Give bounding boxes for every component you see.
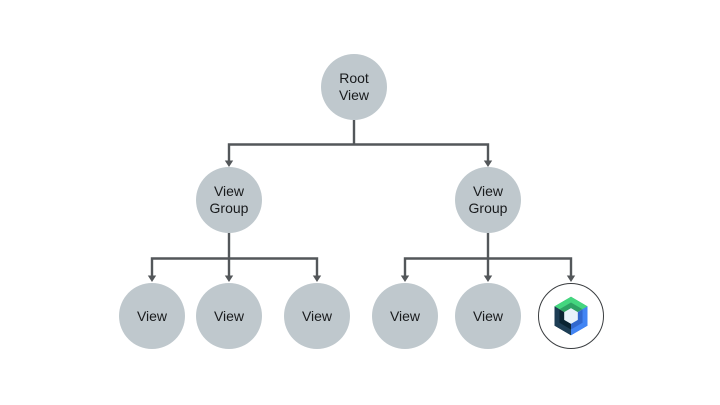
node-view-1: View bbox=[119, 283, 185, 349]
arrowhead-to-view-4 bbox=[400, 275, 410, 282]
node-label: View bbox=[389, 307, 421, 324]
node-view-2: View bbox=[196, 283, 262, 349]
node-view-group-left: View Group bbox=[196, 167, 262, 233]
connector-right-group-to-children bbox=[403, 233, 573, 276]
node-view-4: View bbox=[372, 283, 438, 349]
arrowhead-to-view-3 bbox=[312, 275, 322, 282]
node-label: View bbox=[136, 307, 168, 324]
connector-left-group-to-views bbox=[150, 233, 319, 276]
node-label: Root View bbox=[338, 70, 370, 103]
compose-logo-blue-bevel bbox=[571, 306, 588, 336]
compose-logo-green-face bbox=[554, 296, 588, 313]
node-label: View bbox=[301, 307, 333, 324]
node-label: View bbox=[472, 307, 504, 324]
node-view-3: View bbox=[284, 283, 350, 349]
arrowhead-to-group-left bbox=[224, 160, 234, 167]
node-root-view: Root View bbox=[321, 54, 387, 120]
jetpack-compose-icon bbox=[554, 296, 588, 336]
node-view-5: View bbox=[455, 283, 521, 349]
node-label: View Group bbox=[468, 183, 508, 216]
compose-logo-center-hexagon bbox=[564, 308, 578, 324]
arrowhead-to-view-5 bbox=[483, 275, 493, 282]
node-label: View Group bbox=[209, 183, 249, 216]
compose-logo-navy-bevel bbox=[554, 306, 571, 336]
compose-logo-green-bevel bbox=[554, 296, 588, 310]
arrowhead-to-view-2 bbox=[224, 275, 234, 282]
connector-root-to-groups bbox=[227, 120, 490, 162]
node-view-group-right: View Group bbox=[455, 167, 521, 233]
arrowhead-to-compose-node bbox=[566, 275, 576, 282]
arrowhead-to-group-right bbox=[483, 160, 493, 167]
node-label: View bbox=[213, 307, 245, 324]
arrowhead-to-view-1 bbox=[147, 275, 157, 282]
node-compose bbox=[538, 283, 604, 349]
